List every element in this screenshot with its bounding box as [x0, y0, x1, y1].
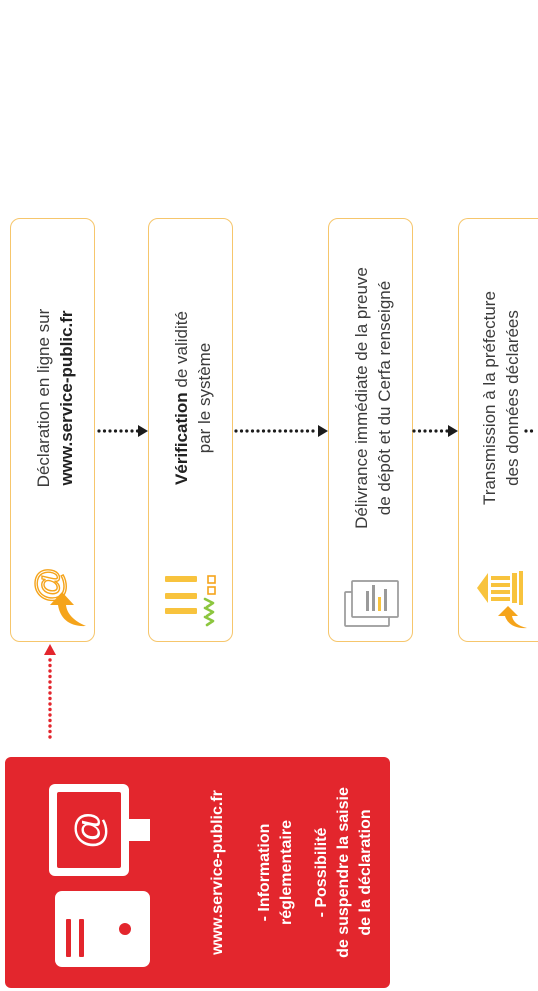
curved-arrow-shape — [498, 606, 527, 629]
building-column — [491, 597, 510, 601]
step-text: Transmission à la préfecture des données… — [459, 227, 538, 569]
check-mark — [203, 615, 215, 627]
tower-power-button — [119, 923, 131, 935]
step-line: Vérification de validité — [170, 311, 193, 485]
monitor-at-symbol: @ — [69, 811, 111, 850]
step-line: Transmission à la préfecture — [479, 291, 499, 505]
source-item-information: - Information réglementaire — [254, 757, 298, 988]
building-column — [491, 576, 510, 580]
prefecture-building-icon — [477, 571, 527, 629]
document-line — [366, 591, 369, 611]
step-line: Délivrance immédiate de la preuve — [351, 267, 371, 529]
building-step — [519, 571, 523, 605]
document-line — [372, 585, 375, 611]
source-item-line: - Possibilité — [313, 827, 330, 918]
step-text: Vérification de validité par le système — [149, 227, 232, 569]
step-line: des données déclarées — [502, 310, 522, 486]
building-base — [512, 573, 517, 603]
step-text: Déclaration en ligne sur www.service-pub… — [11, 227, 94, 569]
step-text: Délivrance immédiate de la preuve de dép… — [329, 227, 412, 569]
source-item-line: réglementaire — [278, 820, 295, 925]
source-item-line: de la déclaration — [357, 809, 374, 936]
empty-checkbox — [207, 586, 216, 595]
step-online-declaration: @ Déclaration en ligne sur www.service-p… — [10, 218, 95, 642]
curved-arrow-shape — [50, 592, 86, 627]
source-item-line: de suspendre la saisie — [335, 787, 352, 958]
step-line-rest: de validité — [171, 311, 191, 388]
step-prefecture-transmission: Transmission à la préfecture des données… — [458, 218, 538, 642]
arrow-1-head — [138, 425, 148, 437]
step-line: Déclaration en ligne sur — [33, 308, 53, 488]
tower-case — [55, 891, 150, 967]
step-validity-check: Vérification de validité par le système — [148, 218, 233, 642]
checklist-bar — [165, 593, 197, 599]
checklist-bar — [165, 608, 197, 614]
check-mark — [203, 606, 215, 618]
service-public-source-box: @ www.service-public.fr - Information ré… — [5, 757, 390, 988]
building-column — [491, 590, 510, 594]
red-arrow-head — [44, 644, 56, 655]
step-receipt-delivery: Délivrance immédiate de la preuve de dép… — [328, 218, 413, 642]
source-title: www.service-public.fr — [209, 790, 226, 955]
checklist-bar — [165, 576, 197, 582]
building-column — [491, 583, 510, 587]
step-line: par le système — [194, 342, 214, 454]
empty-checkbox — [207, 575, 216, 584]
arrow-2-head — [318, 425, 328, 437]
arrow-3-head — [448, 425, 458, 437]
step-line-website: www.service-public.fr — [56, 310, 76, 486]
building-roof — [477, 573, 488, 603]
tower-slot — [79, 919, 84, 957]
computer-icon: @ — [49, 784, 150, 967]
monitor-screen — [57, 792, 121, 868]
source-item-suspend: - Possibilité de suspendre la saisie de … — [311, 757, 377, 988]
document-chart-icon — [344, 580, 399, 627]
monitor-stand — [129, 819, 150, 841]
at-symbol: @ — [28, 567, 69, 604]
document-line-highlight — [378, 597, 381, 611]
checklist-icon — [165, 575, 216, 627]
source-item-line: - Information — [256, 823, 273, 922]
step-line-emphasis: Vérification — [171, 392, 191, 485]
at-sign-icon: @ — [27, 566, 86, 627]
document-line — [384, 589, 387, 611]
check-mark — [203, 597, 215, 609]
step-line: de dépôt et du Cerfa renseigné — [374, 280, 394, 516]
tower-slot — [66, 919, 71, 957]
